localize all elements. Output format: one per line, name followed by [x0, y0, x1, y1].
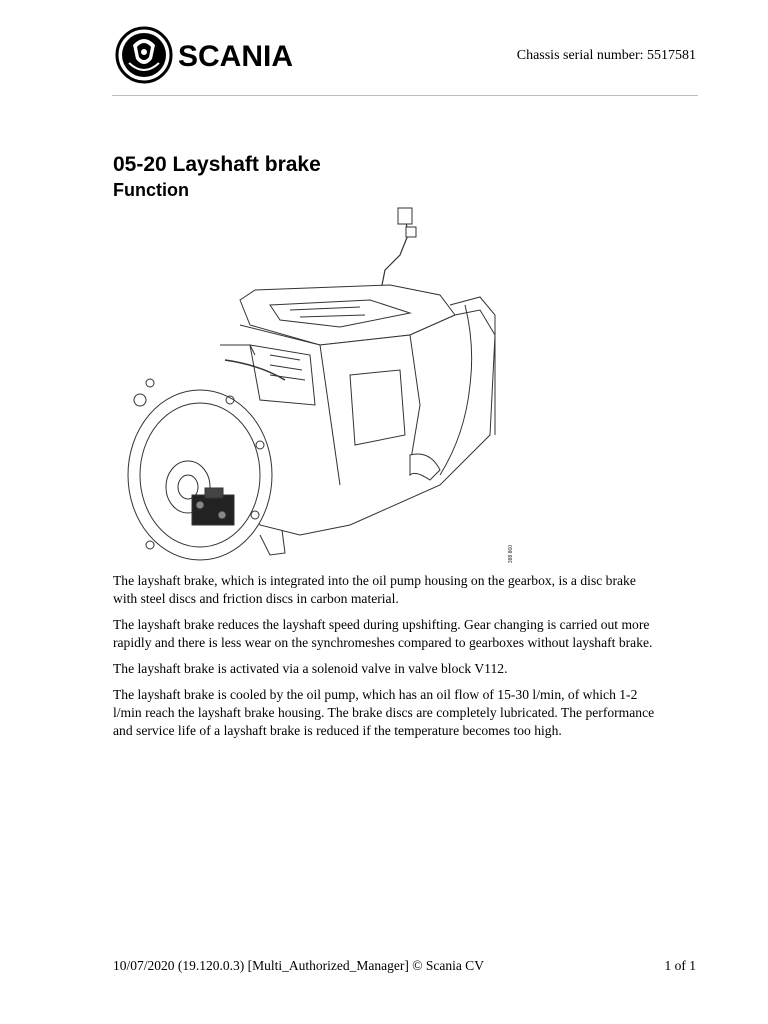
griffin-badge-icon: SCANIA	[115, 26, 293, 84]
page-subtitle: Function	[113, 180, 189, 200]
scania-logo: SCANIA	[115, 25, 325, 85]
paragraph: The layshaft brake is cooled by the oil …	[113, 687, 655, 738]
figure-id-label: 388 860	[508, 545, 514, 564]
paragraph: The layshaft brake, which is integrated …	[113, 573, 636, 606]
chassis-serial: Chassis serial number: 5517581	[516, 48, 696, 63]
gearbox-illustration	[110, 205, 530, 570]
brand-wordmark: SCANIA	[178, 40, 293, 73]
body-text: The layshaft brake, which is integrated …	[113, 572, 663, 748]
header-divider	[112, 95, 698, 96]
paragraph: The layshaft brake is activated via a so…	[113, 661, 508, 676]
page-number: 1 of 1	[664, 958, 697, 973]
layshaft-brake-highlight	[191, 487, 235, 526]
paragraph: The layshaft brake reduces the layshaft …	[113, 617, 653, 650]
footer-meta: 10/07/2020 (19.120.0.3) [Multi_Authorize…	[113, 958, 484, 973]
page-title: 05-20 Layshaft brake	[113, 153, 321, 176]
